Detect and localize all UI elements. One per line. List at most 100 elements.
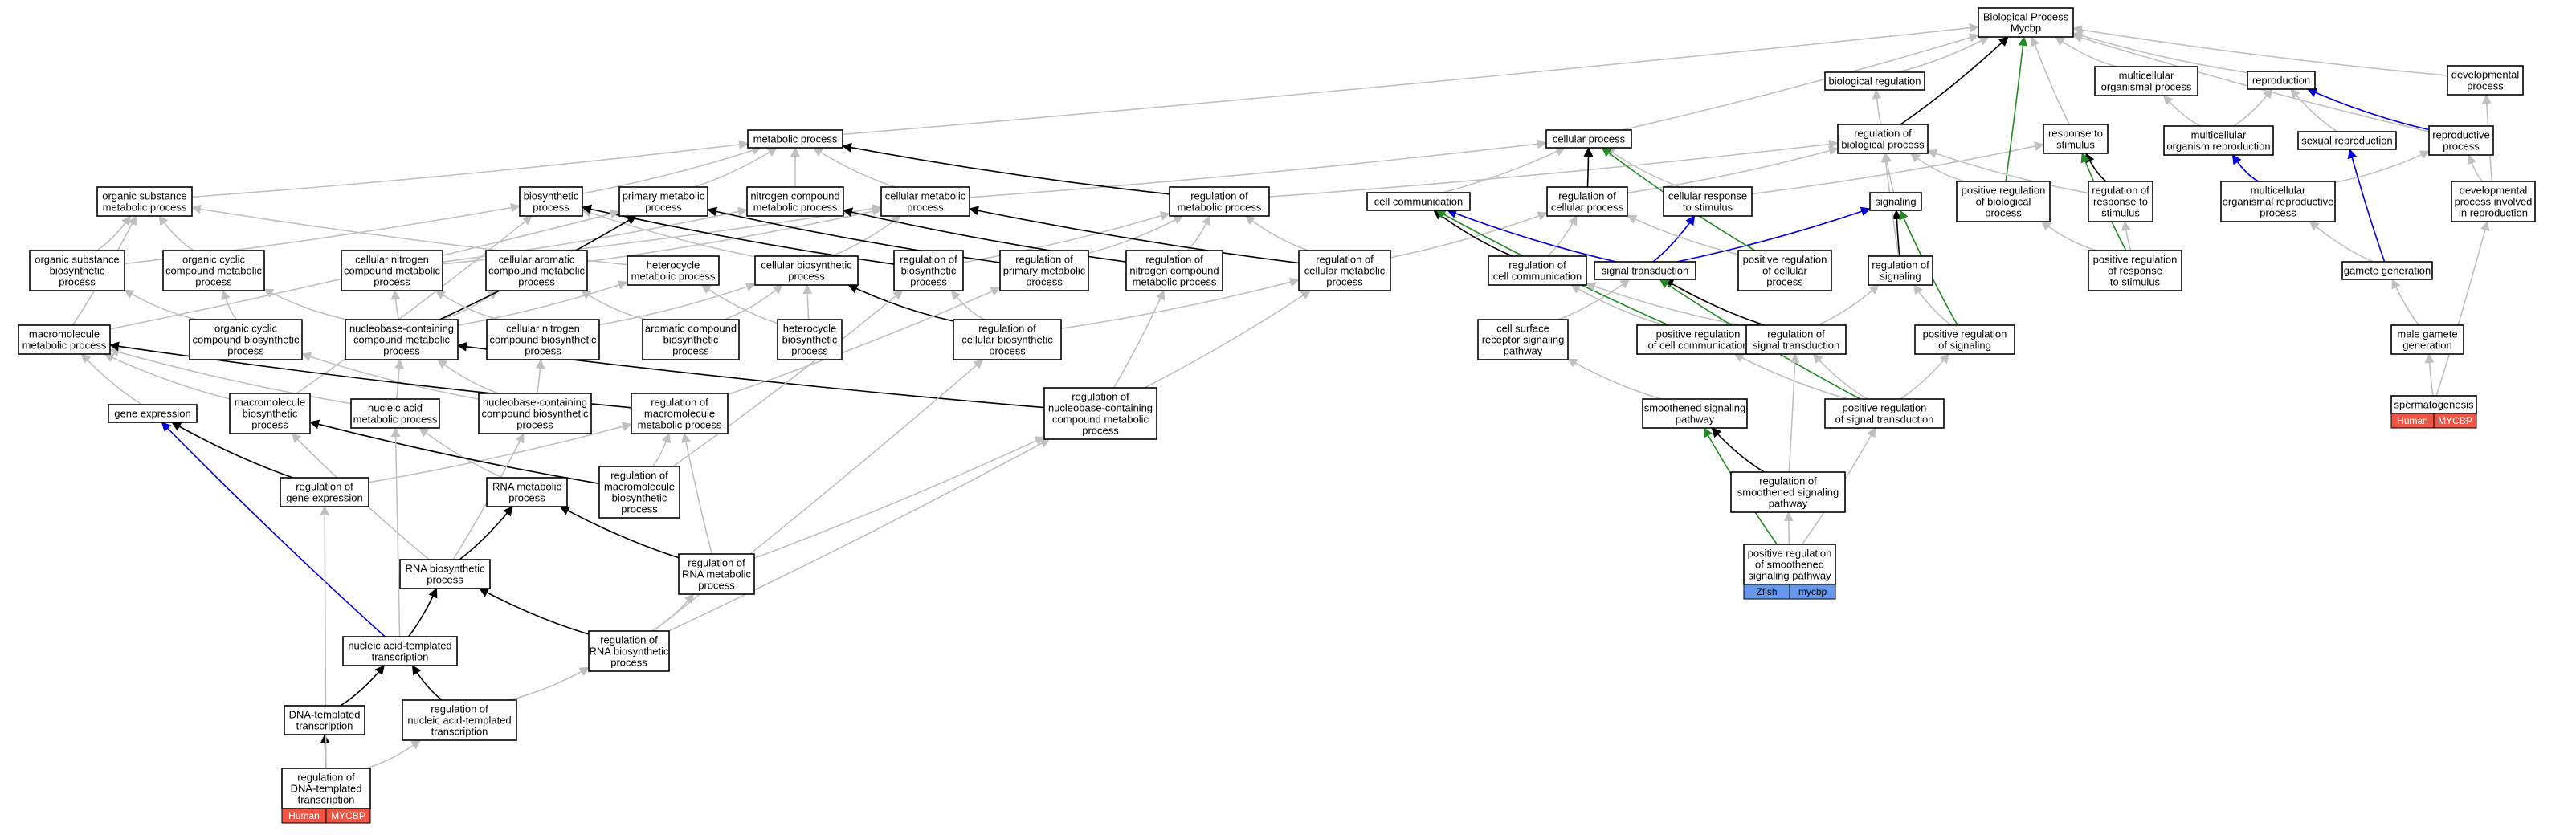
go-term-box (29, 250, 125, 291)
edge-line (368, 422, 632, 483)
go-term-regmacrobio[interactable]: regulation ofmacromoleculebiosyntheticpr… (598, 466, 680, 519)
go-term-sigtrans[interactable]: signal transduction (1594, 261, 1696, 280)
go-term-metabolic[interactable]: metabolic process (747, 129, 843, 149)
go-term-label-line: cellular process (1551, 202, 1624, 214)
edge-spermato-to-devrepro (2435, 221, 2490, 397)
edge-line (1144, 290, 1312, 389)
go-term-reproduction[interactable]: reproduction (2247, 71, 2316, 90)
go-term-label-line: organic substance (102, 190, 187, 202)
go-term-label-line: pathway (1769, 498, 1808, 510)
go-term-sexrepro[interactable]: sexual reproduction (2297, 131, 2397, 150)
go-term-gamete[interactable]: gamete generation (2341, 261, 2433, 280)
edge-posregbio-to-root (2005, 36, 2028, 182)
edge-response-to-root (2030, 36, 2071, 125)
go-term-label-line: of cell communication (1648, 340, 1749, 352)
go-term-box (96, 186, 193, 217)
go-term-geneexp[interactable]: gene expression (108, 404, 198, 423)
go-term-label-line: compound metabolic (1052, 413, 1149, 426)
go-term-regnucmet[interactable]: regulation ofnucleobase-containingcompou… (1043, 387, 1157, 440)
go-term-signaling[interactable]: signaling (1869, 192, 1922, 211)
edge-line (1676, 206, 1871, 263)
edge-line (1751, 141, 2044, 195)
edge-regrnamet-to-regmacromet (681, 433, 713, 555)
go-term-label-line: nitrogen compound (750, 190, 839, 202)
go-term-label-line: signaling (1880, 271, 1921, 283)
go-term-label-line: organic cyclic (182, 254, 246, 266)
go-term-cellcomm[interactable]: cell communication (1366, 192, 1471, 211)
edge-nuctrans-to-nucacid (390, 427, 401, 637)
edge-arombio-to-cellarom (580, 290, 647, 320)
go-term-label-line: spermatogenesis (2394, 399, 2474, 411)
go-term-spermato[interactable]: spermatogenesis (2390, 395, 2477, 414)
go-term-label-line: positive regulation (1743, 254, 1827, 266)
go-term-label-line: positive regulation (1843, 402, 1927, 414)
go-term-bioreg[interactable]: biological regulation (1824, 71, 1925, 91)
go-term-label-line: process (610, 657, 647, 669)
go-term-cellular[interactable]: cellular process (1545, 129, 1632, 149)
edge-regbio-to-bioreg (1872, 89, 1882, 125)
